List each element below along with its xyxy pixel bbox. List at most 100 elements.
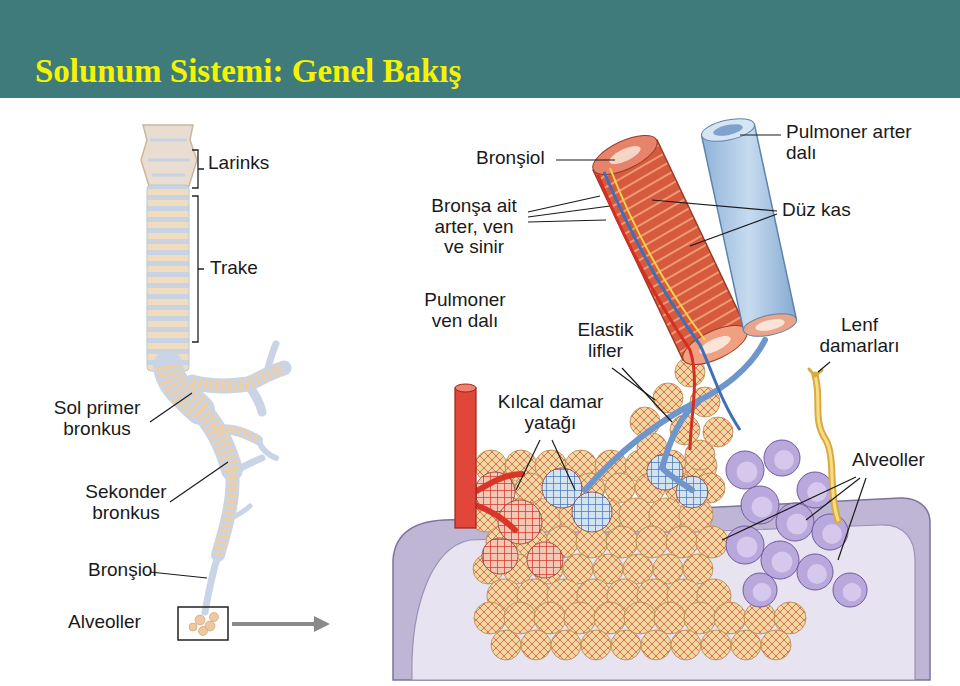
alveolus-wall [833,573,867,607]
alveolus [731,630,761,660]
part-label: Larinks [208,153,269,174]
capillary-net [527,542,563,578]
alveolus [581,630,611,660]
bronchiole-segment [205,555,218,612]
alveolus-cut [741,486,779,524]
vein-end [455,384,476,392]
part-label: Sol primer bronkus [42,398,152,439]
leader-line [612,368,655,400]
alveolus-space [807,564,827,584]
bronchiole-end [677,318,752,373]
alveolus-space [774,450,794,470]
alveolus-cut [743,573,777,607]
part-label: Düz kas [782,200,851,221]
artery-lumen [712,122,743,138]
part-label: Bronşiol [88,560,157,581]
alveolus [654,602,686,634]
alveolus [564,602,596,634]
bronchi-rings [168,366,284,555]
part-label: Pulmoner arter dalı [786,122,926,163]
larynx-cartilage [148,140,190,175]
leader-line [528,196,600,212]
leader-line [150,572,207,578]
alveolus [714,602,746,634]
alveolus-wall [761,541,799,579]
bronchiole-end [587,128,662,183]
alveolus [774,602,806,634]
alveolus-cut [764,440,800,476]
larynx-shape [141,125,197,186]
zoom-box [178,607,228,640]
tissue-cut-face [412,525,915,680]
alveolus [624,602,656,634]
leader-line [806,478,860,520]
alveoli-small [189,613,219,636]
alveolus [195,615,205,625]
bronchus-rings [214,429,258,440]
alveolus-wall [726,526,764,564]
part-label: Bronşa ait arter, ven ve sinir [424,196,524,258]
zoom-arrow [232,622,316,626]
leader-line [552,440,575,490]
leader-line [170,462,228,502]
alveolus [696,526,728,558]
leader-line [690,214,777,246]
alveolus [666,526,698,558]
alveolus-space [822,524,842,544]
pulmonary-vein [455,388,476,528]
bronchus-rings [168,366,200,410]
alveolus [606,526,638,558]
alveolus [594,602,626,634]
part-label: Trake [210,258,258,279]
vein-branch [475,474,522,530]
alveolus-cut [797,554,833,590]
alveolus-space [843,583,862,602]
part-label: Alveoller [852,450,925,471]
alveolus [189,623,197,631]
part-label: Lenf damarları [812,315,907,356]
leader-line [622,368,672,422]
alveolus-cut [761,541,799,579]
bronchus-rings [218,470,233,555]
alveolus-space [752,497,773,518]
leader-lines [150,135,866,578]
leader-line [838,478,866,560]
alveolus [611,630,641,660]
part-label: Sekonder bronkus [76,482,176,523]
alveolus-space [787,514,808,535]
alveolus [504,602,536,634]
alveolus [210,613,219,622]
bronchus-rings [200,410,232,470]
alveolus [491,630,521,660]
leader-line [722,477,856,540]
leader-line [652,200,777,211]
alveolus-wall [764,440,800,476]
part-label: Bronşiol [476,148,545,169]
alveolus-cut [776,503,814,541]
bronchus-segment [200,410,232,470]
alveolus [761,630,791,660]
alveolus [199,627,208,636]
title: Solunum Sistemi: Genel Bakış [35,52,461,92]
bracket [192,196,204,342]
leader-line [740,134,781,135]
alveolus-wall [797,554,833,590]
capillary-group [475,454,708,578]
alveolus-cut [726,526,764,564]
alveolus-space [737,537,758,558]
alveolus-space [753,583,772,602]
alveolus-cut [833,573,867,607]
alveolus-wall [743,573,777,607]
bronchus-rings [192,368,284,386]
bronchial-nerve [610,168,705,340]
alveolus [701,630,731,660]
alveolus-cut [726,451,764,489]
alveolus [534,602,566,634]
alveolus-space [772,552,793,573]
part-label: Kılcal damar yatağı [488,392,613,433]
alveolus [641,630,671,660]
bronchiole-lumen [607,142,643,167]
tissue-illustration [393,115,930,680]
artery-lumen [754,317,785,333]
